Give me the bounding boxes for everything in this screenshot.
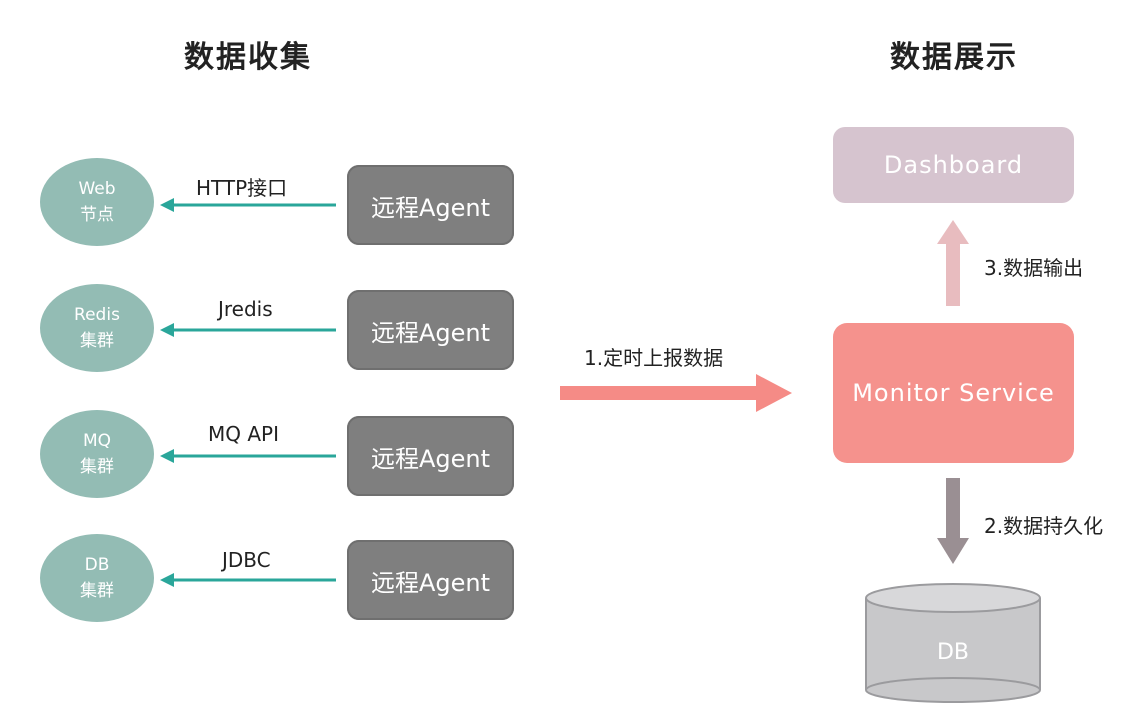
teal-arrow-redis — [160, 323, 336, 337]
node-web: Web 节点 — [40, 158, 154, 246]
agent-box-mq: 远程Agent — [347, 416, 514, 496]
agent-box-web: 远程Agent — [347, 165, 514, 245]
edge-label-mq-api: MQ API — [208, 422, 279, 446]
output-label: 3.数据输出 — [984, 256, 1084, 280]
node-mq: MQ 集群 — [40, 410, 154, 498]
edge-label-http: HTTP接口 — [196, 176, 288, 200]
node-mq-line1: MQ — [82, 431, 112, 451]
display-title: 数据展示 — [890, 40, 1018, 75]
persist-arrow — [937, 478, 969, 564]
edge-label-jdbc: JDBC — [222, 548, 271, 572]
node-redis: Redis 集群 — [40, 284, 154, 372]
node-db-line1: DB — [84, 555, 110, 575]
node-db-line2: 集群 — [80, 581, 114, 601]
edge-label-jredis: Jredis — [218, 297, 273, 321]
db-label: DB — [936, 640, 970, 665]
teal-arrow-mq — [160, 449, 336, 463]
agent-box-db: 远程Agent — [347, 540, 514, 620]
persist-label: 2.数据持久化 — [984, 514, 1104, 538]
node-redis-line2: 集群 — [80, 331, 114, 351]
output-arrow — [937, 220, 969, 306]
report-arrow — [560, 374, 792, 412]
node-db: DB 集群 — [40, 534, 154, 622]
agent-box-redis: 远程Agent — [347, 290, 514, 370]
teal-arrow-db — [160, 573, 336, 587]
db-cylinder — [865, 583, 1041, 703]
monitor-service-box: Monitor Service — [833, 323, 1074, 463]
report-arrow-label: 1.定时上报数据 — [584, 346, 724, 370]
collect-title: 数据收集 — [184, 40, 312, 75]
node-web-line2: 节点 — [80, 205, 114, 225]
dashboard-box: Dashboard — [833, 127, 1074, 203]
node-redis-line1: Redis — [74, 305, 120, 325]
teal-arrow-web — [160, 198, 336, 212]
node-web-line1: Web — [78, 179, 116, 199]
node-mq-line2: 集群 — [80, 457, 114, 477]
